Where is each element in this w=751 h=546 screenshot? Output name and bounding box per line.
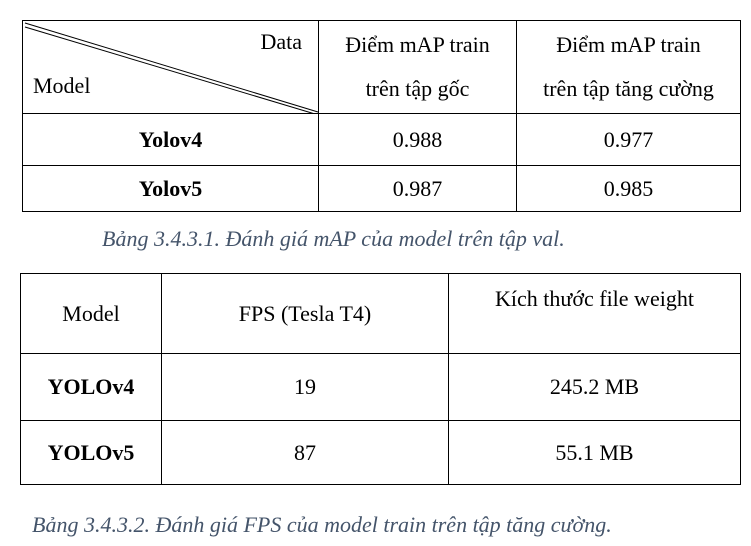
model-cell: YOLOv4 — [20, 353, 162, 421]
header-fps: FPS (Tesla T4) — [161, 273, 449, 354]
table-caption-fps: Bảng 3.4.3.2. Đánh giá FPS của model tra… — [32, 512, 612, 537]
weight-size-cell: 55.1 MB — [448, 420, 741, 485]
table-row: Yolov4 0.988 0.977 — [22, 113, 741, 166]
header-map-augmented-line2: trên tập tăng cường — [543, 76, 714, 101]
diagonal-header-cell: Data Model — [22, 20, 319, 114]
model-cell: Yolov5 — [22, 165, 319, 212]
table-row: YOLOv5 87 55.1 MB — [20, 420, 741, 485]
fps-table-header-row: Model FPS (Tesla T4) Kích thước file wei… — [20, 273, 741, 354]
header-map-augmented-line1: Điểm mAP train — [556, 32, 701, 57]
map-table: Data Model Điểm mAP train trên tập gốc Đ… — [22, 20, 741, 212]
weight-size-cell: 245.2 MB — [448, 353, 741, 421]
map-original-cell: 0.987 — [318, 165, 517, 212]
header-map-original: Điểm mAP train trên tập gốc — [318, 20, 517, 114]
header-model-label: Model — [33, 73, 91, 98]
table-row: YOLOv4 19 245.2 MB — [20, 353, 741, 421]
header-map-original-line2: trên tập gốc — [365, 76, 470, 101]
map-augmented-cell: 0.985 — [516, 165, 741, 212]
header-weight-size: Kích thước file weight — [448, 273, 741, 354]
header-model: Model — [20, 273, 162, 354]
map-original-cell: 0.988 — [318, 113, 517, 166]
map-augmented-cell: 0.977 — [516, 113, 741, 166]
model-cell: Yolov4 — [22, 113, 319, 166]
diagonal-split-line — [24, 22, 319, 114]
model-cell: YOLOv5 — [20, 420, 162, 485]
fps-cell: 19 — [161, 353, 449, 421]
map-table-header-row: Data Model Điểm mAP train trên tập gốc Đ… — [22, 20, 741, 114]
fps-cell: 87 — [161, 420, 449, 485]
table-caption-map: Bảng 3.4.3.1. Đánh giá mAP của model trê… — [102, 226, 565, 251]
table-row: Yolov5 0.987 0.985 — [22, 165, 741, 212]
header-map-original-line1: Điểm mAP train — [345, 32, 490, 57]
fps-table: Model FPS (Tesla T4) Kích thước file wei… — [20, 273, 741, 485]
header-data-label: Data — [260, 29, 302, 54]
header-map-augmented: Điểm mAP train trên tập tăng cường — [516, 20, 741, 114]
